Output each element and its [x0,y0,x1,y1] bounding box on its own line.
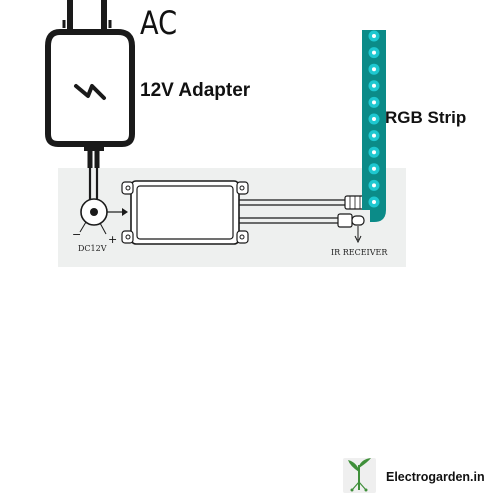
rgb-strip [362,30,386,222]
ac-label: AC [140,4,178,42]
dc-jack [79,198,128,235]
negative-terminal-label: − [72,228,82,241]
led-chip-9 [372,166,376,171]
positive-terminal-label: + [108,233,118,246]
ac-plug-prongs [62,0,112,30]
led-chip-3 [372,67,376,72]
ir-receiver [337,213,365,244]
adapter-body [45,29,135,147]
led-chip-7 [372,133,376,138]
dc12v-label: DC12V [78,244,107,253]
led-chip-11 [372,200,376,204]
ir-receiver-label: IR RECEIVER [331,248,388,257]
adapter-label: 12V Adapter [140,80,251,101]
lightning-bolt-icon [74,84,106,100]
led-chip-6 [372,117,376,121]
controller-box [121,180,249,245]
rgb-strip-label: RGB Strip [385,108,467,127]
plant-circuit-logo-icon [343,458,376,493]
strip-connector [344,195,366,210]
led-chip-5 [372,100,376,105]
led-chip-2 [372,50,376,55]
brand-name: Electrogarden.in [386,470,485,484]
led-chip-8 [372,150,376,155]
led-chip-1 [372,34,376,38]
led-chip-10 [372,183,376,188]
output-cables [239,199,345,224]
led-chip-4 [372,83,376,88]
